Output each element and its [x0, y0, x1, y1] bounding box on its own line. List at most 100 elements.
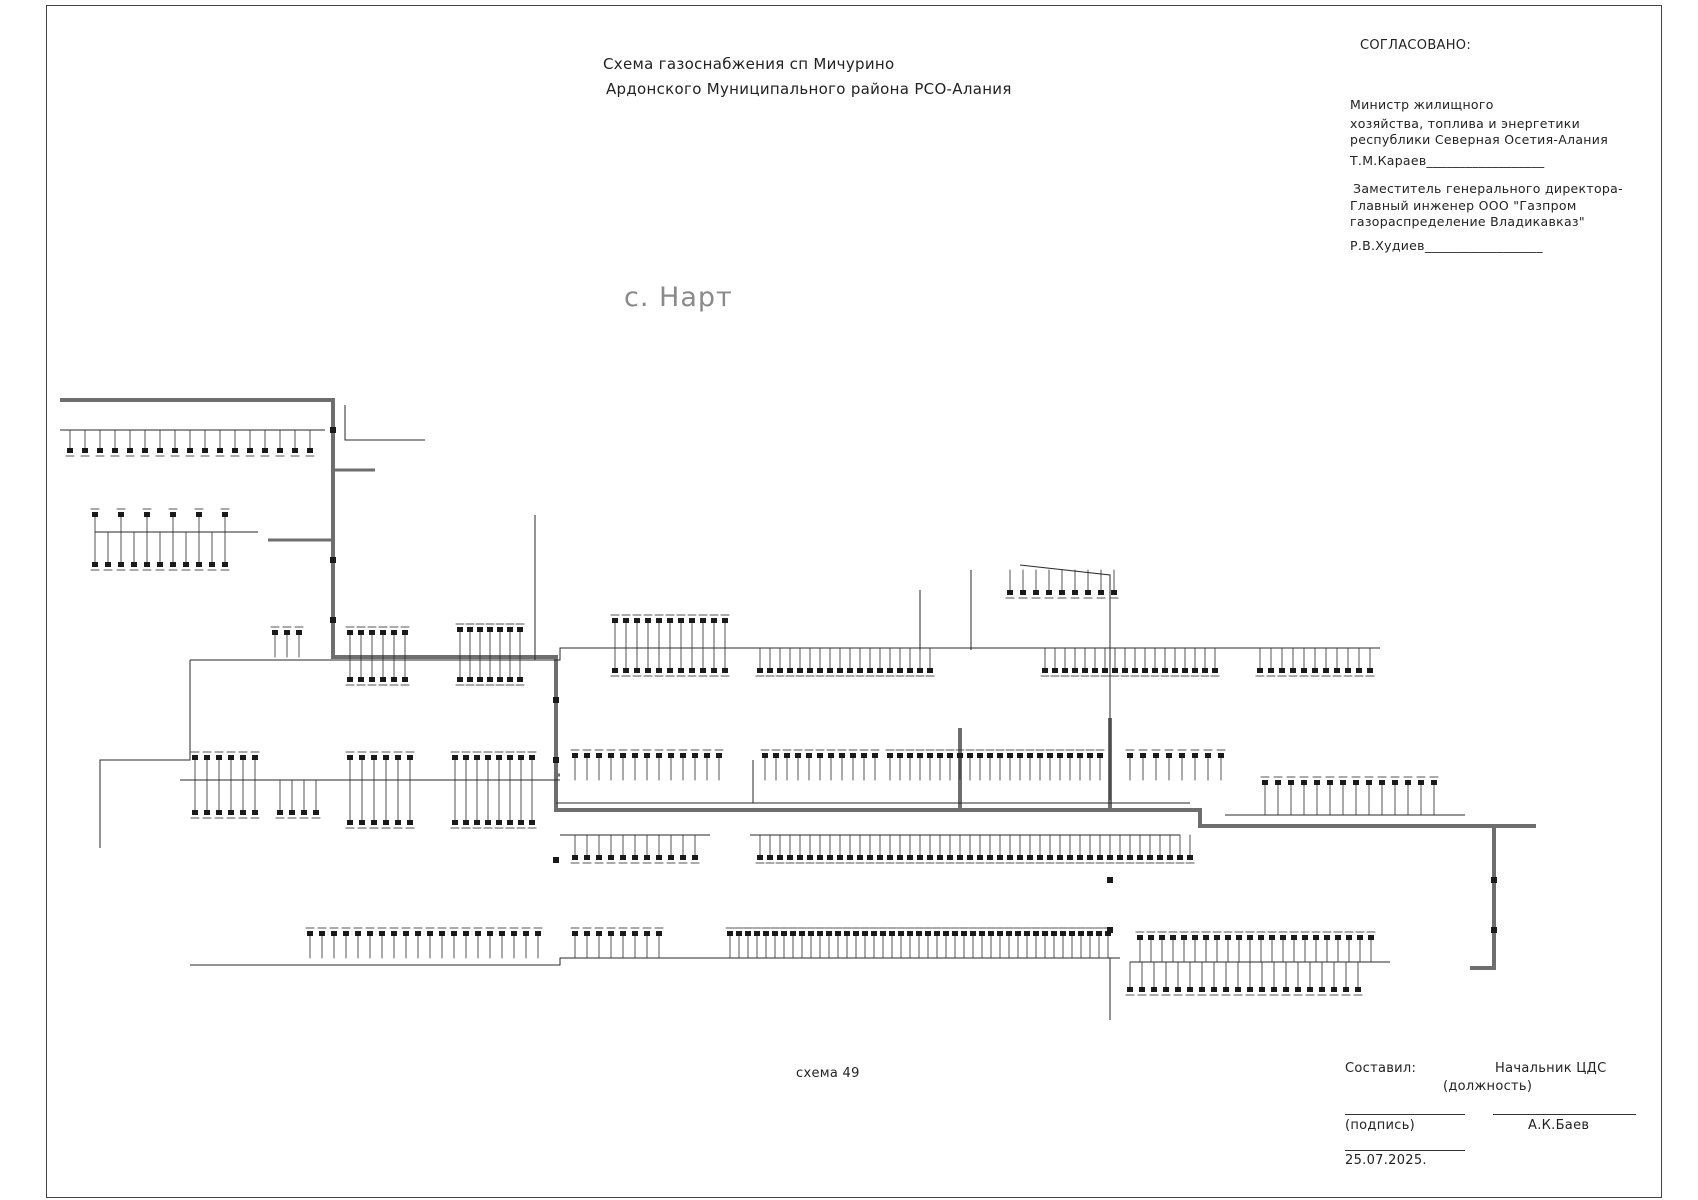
meter-symbol — [1107, 855, 1113, 860]
meter-symbol — [252, 755, 258, 760]
approver1-line2: хозяйства, топлива и энергетики — [1350, 116, 1581, 131]
meter-symbol — [496, 820, 502, 825]
meter-symbol — [1343, 987, 1349, 992]
meter-symbol — [632, 931, 638, 936]
signature-caption: (подпись) — [1345, 1118, 1416, 1133]
meter-symbol — [1203, 935, 1209, 940]
meter-symbol — [1212, 668, 1218, 673]
approver1-line1: Министр жилищного — [1350, 97, 1494, 112]
meter-symbol — [987, 855, 993, 860]
meter-symbol — [1181, 935, 1187, 940]
meter-symbol — [1199, 987, 1205, 992]
meter-symbol — [897, 753, 903, 758]
meter-symbol — [967, 753, 973, 758]
meter-symbol — [797, 668, 803, 673]
meter-symbol — [228, 755, 234, 760]
meter-symbol — [1324, 935, 1330, 940]
meter-symbol — [487, 627, 493, 632]
meter-symbol — [835, 931, 841, 936]
meter-symbol — [523, 931, 529, 936]
meter-symbol — [347, 755, 353, 760]
meter-symbol — [1367, 668, 1373, 673]
meter-symbol — [467, 677, 473, 682]
meter-symbol — [1148, 935, 1154, 940]
meter-symbol — [925, 931, 931, 936]
meter-symbol — [474, 755, 480, 760]
meter-symbol — [668, 855, 674, 860]
meter-symbol — [1258, 935, 1264, 940]
meter-symbol — [897, 668, 903, 673]
meter-symbol — [457, 627, 463, 632]
meter-symbol — [1047, 855, 1053, 860]
meter-symbol — [1017, 855, 1023, 860]
meter-symbol — [209, 562, 215, 567]
meter-symbol — [1096, 931, 1102, 936]
meter-symbol — [1163, 987, 1169, 992]
meter-symbol — [517, 627, 523, 632]
meter-symbol — [1033, 931, 1039, 936]
meter-symbol — [1431, 780, 1437, 785]
signer-name: А.К.Баев — [1528, 1118, 1590, 1133]
meter-symbol — [767, 855, 773, 860]
meter-symbol — [644, 855, 650, 860]
meter-symbol — [157, 448, 163, 453]
meter-symbol — [1092, 668, 1098, 673]
meter-symbol — [1271, 987, 1277, 992]
meter-symbol — [927, 753, 933, 758]
meter-symbol — [634, 668, 640, 673]
meter-symbol — [1170, 935, 1176, 940]
meter-symbol — [1301, 668, 1307, 673]
meter-symbol — [1280, 935, 1286, 940]
compiled-by-label: Составил: — [1345, 1061, 1417, 1076]
valve-symbol — [1107, 877, 1113, 883]
meter-symbol — [1007, 753, 1013, 758]
meter-symbol — [485, 755, 491, 760]
meter-symbol — [383, 820, 389, 825]
meter-symbol — [727, 931, 733, 936]
meter-symbol — [391, 630, 397, 635]
meter-symbol — [853, 931, 859, 936]
meter-symbol — [997, 855, 1003, 860]
meter-symbol — [1059, 590, 1065, 595]
meter-symbol — [711, 668, 717, 673]
meter-symbol — [934, 931, 940, 936]
meter-symbol — [1060, 931, 1066, 936]
meter-symbol — [131, 562, 137, 567]
meter-symbol — [507, 820, 513, 825]
meter-symbol — [1097, 855, 1103, 860]
meter-symbol — [92, 562, 98, 567]
meter-symbol — [781, 931, 787, 936]
meter-symbol — [1319, 987, 1325, 992]
meter-symbol — [1078, 931, 1084, 936]
meter-symbol — [987, 753, 993, 758]
meter-symbol — [1259, 987, 1265, 992]
meter-symbol — [871, 931, 877, 936]
meter-symbol — [1247, 987, 1253, 992]
meter-symbol — [656, 618, 662, 623]
meter-symbol — [452, 820, 458, 825]
meter-symbol — [1269, 935, 1275, 940]
meter-symbol — [359, 820, 365, 825]
meter-symbol — [1218, 753, 1224, 758]
meter-symbol — [1102, 668, 1108, 673]
meter-symbol — [379, 931, 385, 936]
meter-symbol — [889, 931, 895, 936]
meter-symbol — [1279, 668, 1285, 673]
valve-symbol — [330, 617, 336, 623]
meter-symbol — [1147, 855, 1153, 860]
meter-symbol — [380, 677, 386, 682]
meter-symbol — [391, 677, 397, 682]
position-value: Начальник ЦДС — [1495, 1061, 1607, 1076]
meter-symbol — [757, 855, 763, 860]
meter-symbol — [172, 448, 178, 453]
meter-symbol — [1140, 753, 1146, 758]
meter-symbol — [497, 627, 503, 632]
meter-symbol — [656, 855, 662, 860]
meter-symbol — [1159, 935, 1165, 940]
meter-symbol — [880, 931, 886, 936]
valve-symbol — [330, 427, 336, 433]
meter-symbol — [319, 931, 325, 936]
meter-symbol — [979, 931, 985, 936]
meter-symbol — [1052, 668, 1058, 673]
meter-symbol — [937, 855, 943, 860]
